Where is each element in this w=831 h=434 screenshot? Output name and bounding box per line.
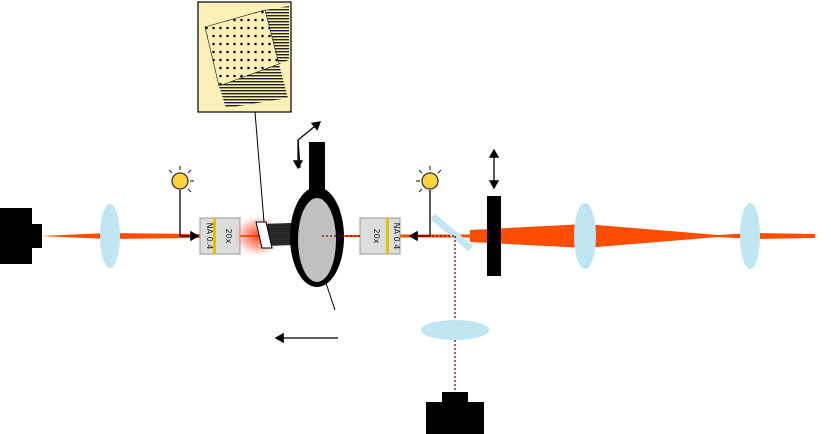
camera-left xyxy=(0,208,42,264)
lens-right-2 xyxy=(740,203,760,269)
chopper-blade xyxy=(487,196,501,276)
objective-right: 20x NA 0.4 xyxy=(359,217,401,255)
camera-bottom xyxy=(426,392,484,434)
lamp-left xyxy=(168,166,200,242)
holder-axis xyxy=(324,279,336,311)
camera-icon xyxy=(0,208,32,264)
lamp-rays xyxy=(416,166,442,193)
inset-array-side xyxy=(219,64,288,108)
lamp-icon xyxy=(171,172,189,190)
holder-disc xyxy=(298,198,336,282)
beam-splitter xyxy=(430,213,474,252)
lens-right-1 xyxy=(574,203,596,269)
lamp-light-path xyxy=(408,190,431,242)
beam-input xyxy=(752,233,815,239)
inset-pointer-line xyxy=(254,111,265,223)
lamp-icon xyxy=(421,172,439,190)
lamp-light-path xyxy=(179,190,200,242)
chopper xyxy=(487,148,501,276)
collected-signal xyxy=(412,235,456,392)
camera-lens-mount xyxy=(442,392,468,404)
rotation-arrow xyxy=(292,121,322,170)
beam-segment-left-focus xyxy=(108,233,200,239)
camera-icon xyxy=(426,402,484,434)
sample-holder xyxy=(290,142,344,311)
objective-left-na: NA 0.4 xyxy=(205,223,214,250)
sample-inset xyxy=(197,1,292,223)
lamp-right xyxy=(408,166,442,242)
camera-lens-mount xyxy=(30,224,42,248)
objective-left: 20x NA 0.4 xyxy=(199,217,241,255)
lamp-rays xyxy=(168,166,194,193)
beam-converging xyxy=(585,224,718,248)
beam-segment-left xyxy=(40,233,108,239)
objective-right-magnification: 20x xyxy=(372,229,381,244)
lens-left xyxy=(100,204,120,268)
inset-array-top xyxy=(265,6,289,64)
objective-right-na: NA 0.4 xyxy=(392,223,401,250)
lens-bottom xyxy=(421,320,489,340)
objective-left-magnification: 20x xyxy=(224,229,233,244)
